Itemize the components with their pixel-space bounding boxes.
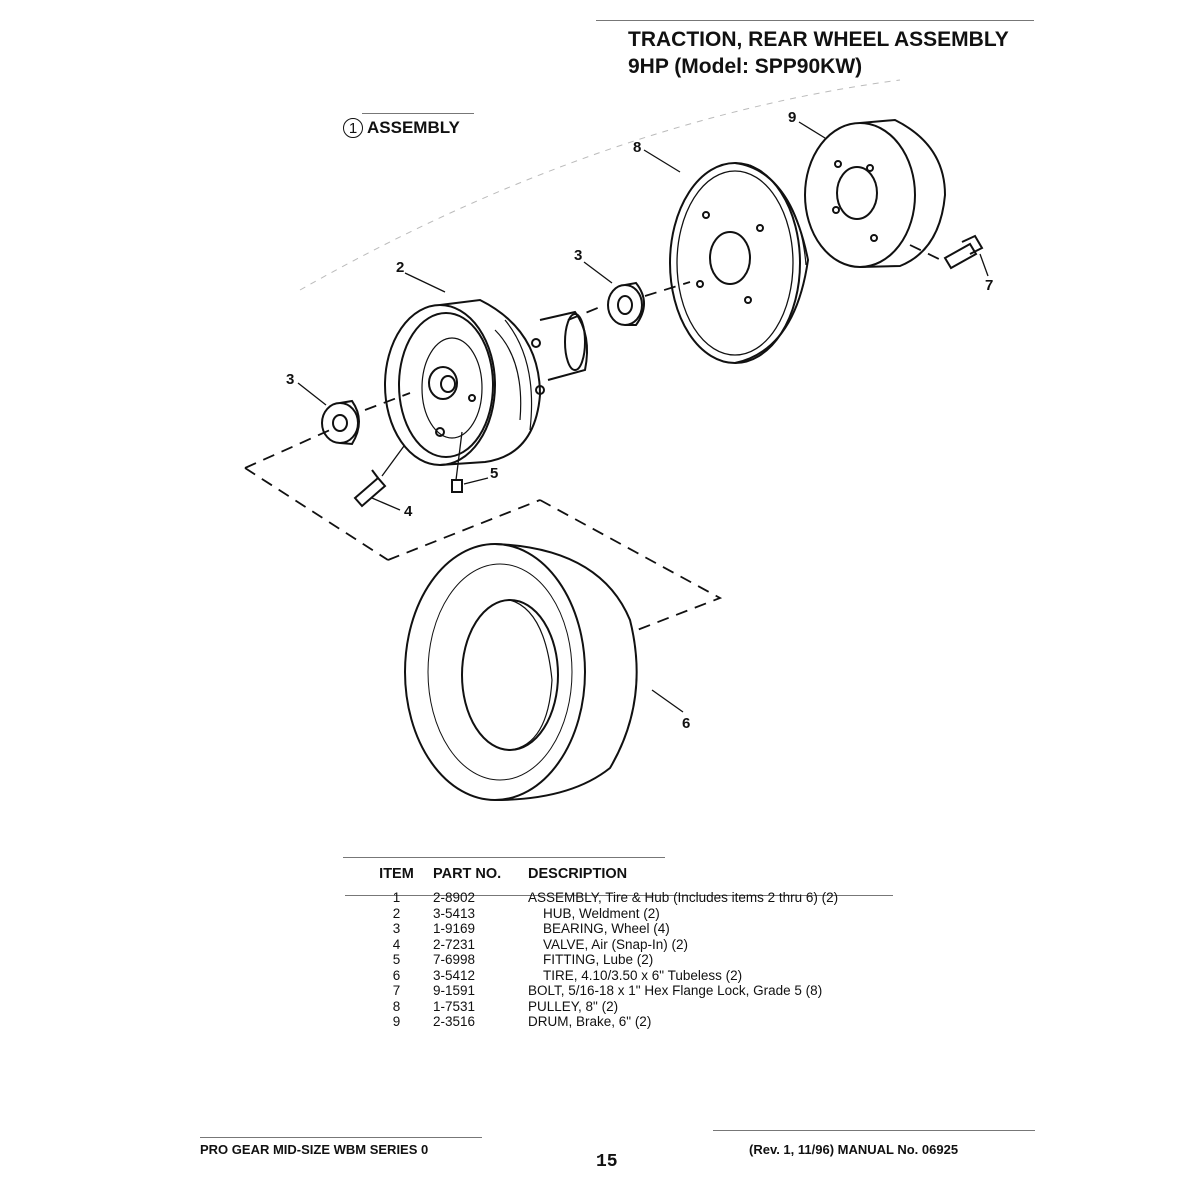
callout-2: 2 — [396, 259, 404, 276]
header-item: ITEM — [379, 866, 414, 882]
cell-item: 1 — [392, 890, 401, 905]
table-row: 8 1-7531 PULLEY, 8" (2) — [360, 999, 838, 1015]
cell-item: 6 — [392, 967, 401, 983]
cell-item: 9 — [392, 1014, 401, 1029]
callout-6: 6 — [682, 715, 690, 732]
table-row: 6 3-5412 TIRE, 4.10/3.50 x 6" Tubeless (… — [360, 968, 838, 984]
cell-description: PULLEY, 8" (2) — [528, 998, 619, 1014]
table-row: 1 2-8902 ASSEMBLY, Tire & Hub (Includes … — [360, 890, 838, 906]
callout-4: 4 — [404, 503, 413, 520]
callout-3-right: 3 — [574, 247, 582, 264]
table-row: 3 1-9169 BEARING, Wheel (4) — [360, 921, 838, 937]
cell-part-no: 7-6998 — [433, 952, 476, 967]
callout-9: 9 — [788, 109, 796, 126]
guide-curve — [299, 79, 901, 291]
cell-item: 3 — [392, 921, 401, 936]
table-row: 5 7-6998 FITTING, Lube (2) — [360, 952, 838, 968]
bearing-right — [607, 281, 645, 326]
bearing-left — [321, 399, 360, 446]
footer-manual-title: PRO GEAR MID-SIZE WBM SERIES 0 — [200, 1142, 429, 1157]
table-row: 4 2-7231 VALVE, Air (Snap-In) (2) — [360, 937, 838, 953]
pulley — [669, 162, 810, 364]
cell-description: VALVE, Air (Snap-In) (2) — [543, 936, 689, 952]
header-description: DESCRIPTION — [528, 866, 628, 882]
cell-part-no: 2-3516 — [433, 1014, 476, 1029]
fitting-lube — [451, 431, 463, 493]
callout-5: 5 — [490, 465, 498, 482]
hub-weldment — [384, 298, 588, 466]
page-number: 15 — [596, 1152, 618, 1172]
footer-revision: (Rev. 1, 11/96) MANUAL No. 06925 — [749, 1142, 959, 1157]
header-rule — [596, 20, 1034, 21]
table-row: 2 3-5413 HUB, Weldment (2) — [360, 906, 838, 922]
table-top-rule — [343, 857, 665, 858]
assembly-dash-outline — [244, 244, 946, 633]
cell-description: TIRE, 4.10/3.50 x 6" Tubeless (2) — [543, 967, 743, 983]
footer-rule-left — [200, 1137, 482, 1138]
assembly-rule — [362, 113, 474, 114]
cell-part-no: 3-5413 — [433, 905, 476, 921]
bolt — [943, 234, 984, 270]
cell-description: BEARING, Wheel (4) — [543, 921, 670, 936]
brake-drum — [804, 118, 947, 268]
callout-3-left: 3 — [286, 371, 294, 388]
cell-part-no: 3-5412 — [433, 967, 476, 983]
cell-item: 4 — [392, 936, 401, 952]
cell-part-no: 2-7231 — [433, 936, 476, 952]
callout-8: 8 — [633, 139, 641, 156]
cell-description: DRUM, Brake, 6" (2) — [528, 1014, 652, 1029]
title-line-1: TRACTION, REAR WHEEL ASSEMBLY — [628, 28, 1009, 51]
callout-7: 7 — [985, 277, 993, 294]
leader-lines — [297, 121, 989, 713]
parts-table: ITEM PART NO. DESCRIPTION 1 2-8902 ASSEM… — [360, 862, 838, 1030]
cell-part-no: 9-1591 — [433, 983, 476, 998]
cell-description: FITTING, Lube (2) — [543, 952, 654, 967]
table-row: 7 9-1591 BOLT, 5/16-18 x 1" Hex Flange L… — [360, 983, 838, 999]
footer-rule-right — [713, 1130, 1035, 1131]
cell-item: 2 — [392, 905, 401, 921]
cell-part-no: 1-9169 — [433, 921, 476, 936]
assembly-label-text: ASSEMBLY — [367, 118, 460, 137]
cell-item: 7 — [392, 983, 401, 998]
cell-part-no: 2-8902 — [433, 890, 476, 905]
valve-air — [353, 445, 405, 508]
cell-item: 8 — [392, 998, 401, 1014]
cell-part-no: 1-7531 — [433, 998, 476, 1014]
title-line-2: 9HP (Model: SPP90KW) — [628, 55, 863, 78]
table-row: 9 2-3516 DRUM, Brake, 6" (2) — [360, 1014, 838, 1030]
assembly-number-circle: 1 — [343, 118, 363, 138]
exploded-diagram: 2 3 3 4 5 6 7 8 9 — [244, 79, 993, 801]
tire — [404, 543, 638, 801]
cell-item: 5 — [392, 952, 401, 967]
header-part-no: PART NO. — [433, 866, 502, 882]
table-header-row: ITEM PART NO. DESCRIPTION — [360, 862, 838, 890]
cell-description: BOLT, 5/16-18 x 1" Hex Flange Lock, Grad… — [528, 983, 823, 998]
table-header-rule — [345, 895, 893, 896]
cell-description: ASSEMBLY, Tire & Hub (Includes items 2 t… — [528, 890, 839, 905]
assembly-label: 1 ASSEMBLY — [343, 118, 460, 138]
page-title: TRACTION, REAR WHEEL ASSEMBLY 9HP (Model… — [628, 26, 1009, 80]
cell-description: HUB, Weldment (2) — [543, 905, 660, 921]
